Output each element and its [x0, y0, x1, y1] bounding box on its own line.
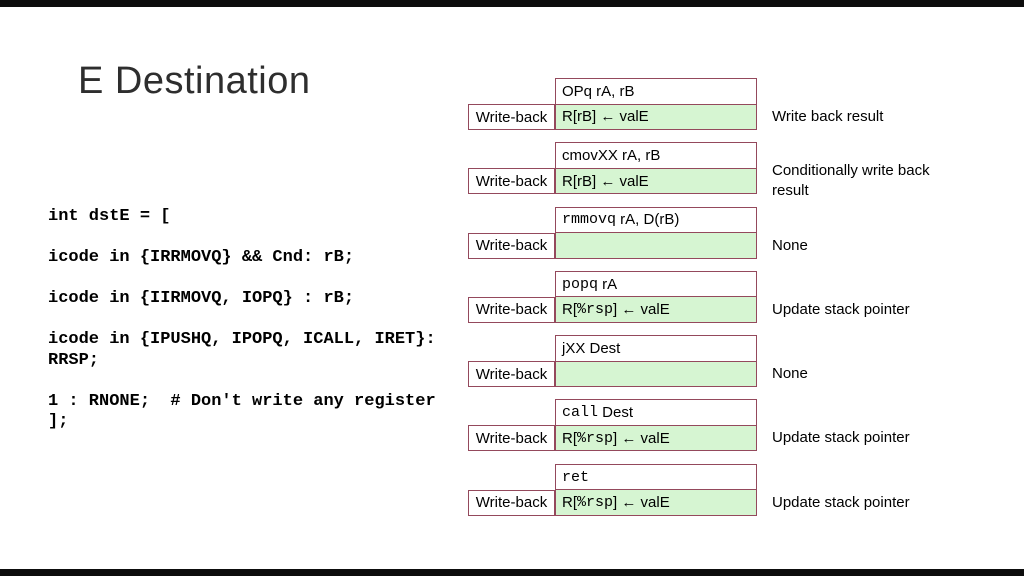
note-label: None [772, 236, 808, 254]
letterbox-top [0, 0, 1024, 7]
plain-text: OPq rA, rB [562, 82, 635, 100]
instruction-box: OPq rA, rB R[rB] ← valE [555, 78, 757, 130]
plain-text: rA [598, 275, 618, 293]
mono-text: call [562, 404, 599, 422]
mono-text: ret [562, 468, 590, 486]
slide-title: E Destination [78, 60, 311, 102]
mono-text: %rsp [577, 429, 614, 447]
note-label: None [772, 365, 808, 383]
action-cell [556, 361, 756, 387]
instruction-cell: rmmovq rA, D(rB) [556, 207, 756, 234]
instruction-cell: cmovXX rA, rB [556, 143, 756, 169]
plain-text: R[ [562, 429, 577, 447]
note-label: Write back result [772, 108, 884, 125]
instruction-box: jXX Dest [555, 335, 757, 388]
action-cell: R[%rsp] ← valE [556, 490, 756, 515]
plain-text: R[rB] ← valE [562, 108, 649, 126]
instruction-box: rmmovq rA, D(rB) [555, 206, 757, 259]
mono-text: rmmovq [562, 211, 617, 229]
plain-text: cmovXX rA, rB [562, 147, 661, 165]
plain-text: Dest [598, 404, 634, 422]
plain-text: ] ← valE [613, 494, 670, 512]
instruction-cell: ret [556, 464, 756, 491]
mono-text: %rsp [577, 301, 614, 319]
stage-label-box: Write-back [468, 425, 555, 452]
note-label: Update stack pointer [772, 300, 910, 318]
instruction-box: cmovXX rA, rB R[rB] ← valE [555, 142, 757, 195]
stage-label-box: Write-back [468, 361, 555, 388]
mono-text: %rsp [577, 494, 614, 512]
action-cell: R[rB] ← valE [556, 168, 756, 194]
action-cell: R[%rsp] ← valE [556, 297, 756, 322]
stage-label-box: Write-back [468, 232, 555, 259]
hcl-code-block: int dstE = [ icode in {IRRMOVQ} && Cnd: … [48, 207, 436, 431]
plain-text: ] ← valE [613, 301, 670, 319]
plain-text: R[ [562, 494, 577, 512]
instruction-cell: OPq rA, rB [556, 79, 756, 105]
writeback-row: Write-back cmovXX rA, rB R[rB] ← valE Condi… [468, 142, 1024, 200]
plain-text: R[ [562, 301, 577, 319]
writeback-row: Write-back OPq rA, rB R[rB] ← valE Write ba… [468, 78, 1024, 130]
plain-text: jXX Dest [562, 339, 621, 357]
note-label: Update stack pointer [772, 493, 910, 511]
mono-text: popq [562, 275, 599, 293]
action-cell: R[rB] ← valE [556, 104, 756, 129]
instruction-cell: call Dest [556, 400, 756, 426]
instruction-cell: jXX Dest [556, 336, 756, 362]
stage-label-box: Write-back [468, 168, 555, 195]
note-label: Update stack pointer [772, 429, 910, 447]
action-cell: R[%rsp] ← valE [556, 425, 756, 451]
plain-text: ] ← valE [613, 429, 670, 447]
stage-label-box: Write-back [468, 104, 555, 130]
stage-label-box: Write-back [468, 489, 555, 516]
letterbox-bottom [0, 569, 1024, 576]
instruction-cell: popq rA [556, 271, 756, 298]
note-label: Conditionally write back result [772, 162, 930, 200]
plain-text: R[rB] ← valE [562, 172, 649, 190]
plain-text: rA, D(rB) [616, 211, 680, 229]
writeback-table: Write-back OPq rA, rB R[rB] ← valE Write ba… [468, 78, 1024, 528]
stage-label-box: Write-back [468, 296, 555, 323]
action-cell [556, 233, 756, 258]
